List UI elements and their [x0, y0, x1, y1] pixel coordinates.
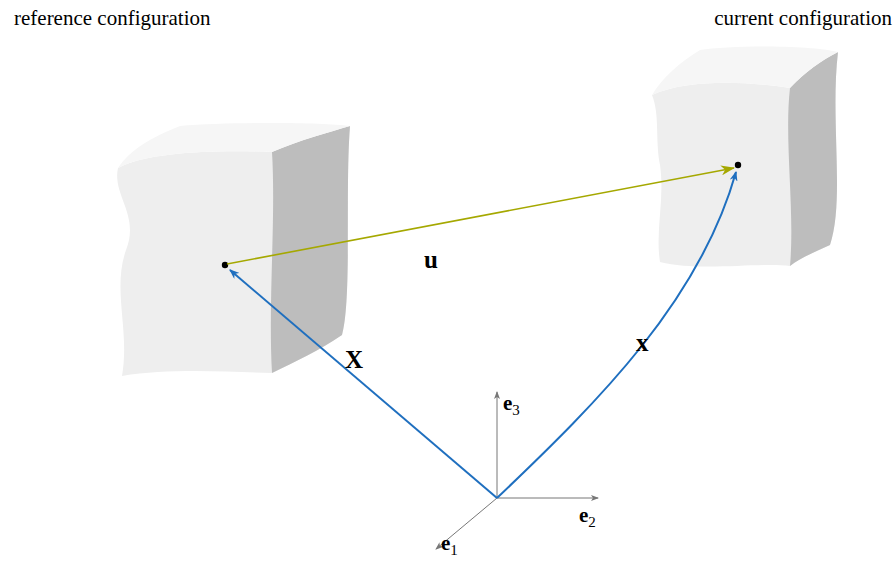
- axis-label: e1: [441, 533, 458, 554]
- coordinate-axes: [436, 392, 598, 549]
- vector-label: u: [424, 247, 438, 272]
- axis-label: e3: [503, 393, 520, 414]
- vector-label: X: [345, 347, 363, 372]
- current-position-vector: [497, 172, 736, 498]
- current-body: [652, 46, 838, 266]
- axis-label: e2: [579, 505, 596, 526]
- vector-label: x: [636, 330, 649, 355]
- displacement-vector: [227, 168, 734, 264]
- configuration-title: current configuration: [714, 8, 892, 29]
- reference-body: [117, 123, 350, 376]
- reference-position-vector: [230, 270, 497, 498]
- configuration-title: reference configuration: [14, 8, 210, 29]
